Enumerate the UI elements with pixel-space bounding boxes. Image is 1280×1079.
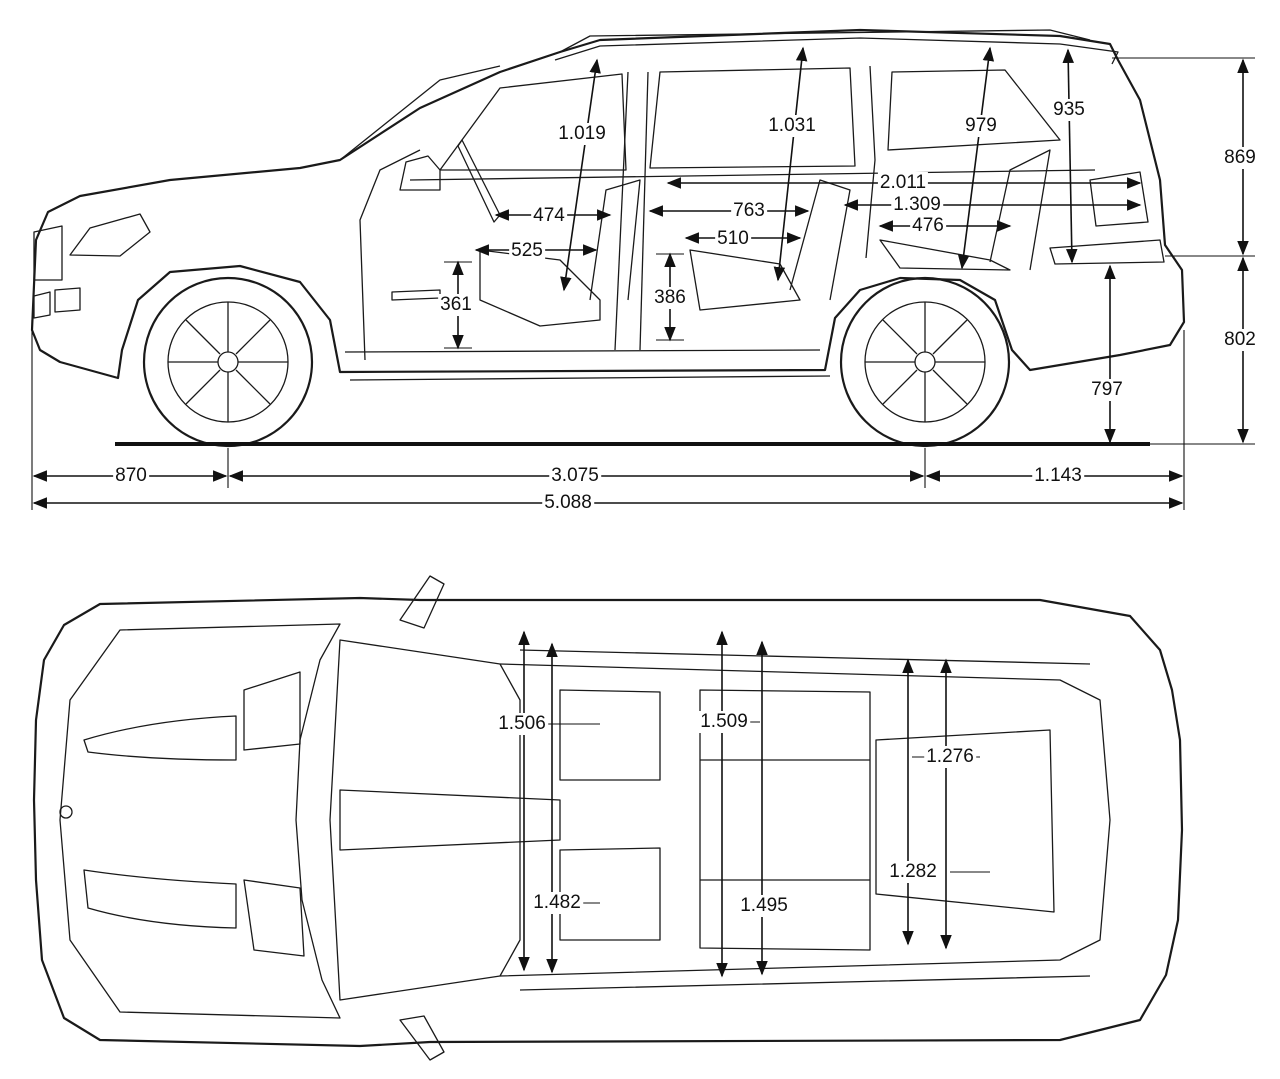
label-hip-front: 1.482: [531, 892, 583, 914]
door-handle: [391, 289, 441, 301]
top-mirror-left: [399, 575, 445, 629]
tail-light: [1089, 171, 1149, 227]
rear-wheel: [839, 276, 1011, 448]
label-rear-overhang: 1.143: [1032, 465, 1084, 487]
dim-headroom-cargo: [1062, 48, 1078, 264]
label-legroom-front-upper: 474: [531, 205, 567, 227]
label-cargo-min: 476: [910, 215, 946, 237]
front-window: [439, 73, 627, 171]
dim-headroom-front: [560, 58, 601, 292]
dim-headroom-third: [957, 46, 995, 270]
label-legroom-mid-lower: 510: [715, 228, 751, 250]
label-rear-sill: 797: [1089, 379, 1125, 401]
label-legroom-mid-upper: 763: [731, 200, 767, 222]
label-total-length: 5.088: [542, 492, 594, 514]
label-seat-height-mid: 386: [652, 287, 688, 309]
roof: [499, 663, 1111, 977]
third-row-seats: [875, 729, 1055, 913]
label-shoulder-front: 1.506: [496, 713, 548, 735]
label-headroom-third: 979: [963, 115, 999, 137]
c-pillar: [865, 65, 876, 259]
b-pillar: [614, 71, 629, 351]
label-headroom-middle: 1.031: [766, 115, 818, 137]
hood: [59, 623, 341, 1019]
label-headroom-cargo: 935: [1051, 99, 1087, 121]
top-mirror-right: [399, 1015, 445, 1061]
star-logo: [59, 805, 73, 819]
side-view: [30, 28, 1255, 510]
side-mirror: [399, 155, 441, 191]
label-shoulder-middle: 1.509: [698, 711, 750, 733]
roof-rail-top: [519, 649, 1091, 991]
middle-seat: [689, 179, 851, 311]
label-legroom-front-lower: 525: [509, 240, 545, 262]
middle-seats: [699, 689, 871, 951]
center-console: [339, 789, 561, 851]
label-hip-middle: 1.495: [738, 895, 790, 917]
label-wheelbase: 3.075: [549, 465, 601, 487]
middle-window: [649, 67, 856, 169]
hood-vent-left: [243, 671, 301, 751]
grille: [33, 225, 63, 281]
label-headroom-front: 1.019: [556, 123, 608, 145]
label-cargo-mid: 1.309: [891, 194, 943, 216]
label-height-upper: 869: [1222, 147, 1258, 169]
label-hip-third: 1.282: [887, 861, 939, 883]
roof-rail: [554, 37, 1119, 65]
front-door-cut: [359, 149, 421, 361]
label-seat-height-front: 361: [438, 294, 474, 316]
steering-wheel: [457, 139, 501, 223]
windshield: [339, 65, 501, 161]
hood-vent-right: [243, 879, 305, 957]
label-shoulder-third: 1.276: [924, 746, 976, 768]
top-view: [32, 575, 1184, 1061]
label-front-overhang: 870: [113, 465, 149, 487]
side-body-outline: [30, 28, 1186, 380]
front-seat: [479, 179, 641, 327]
top-windshield: [329, 639, 521, 1001]
label-height-lower: 802: [1222, 329, 1258, 351]
label-cargo-max: 2.011: [877, 172, 929, 194]
rear-window: [887, 69, 1061, 151]
dim-headroom-middle: [773, 46, 808, 282]
front-wheel: [142, 276, 314, 448]
top-body-outline: [32, 596, 1184, 1048]
side-sill: [344, 349, 821, 353]
window-line: [409, 169, 1096, 181]
headlight: [69, 213, 151, 257]
